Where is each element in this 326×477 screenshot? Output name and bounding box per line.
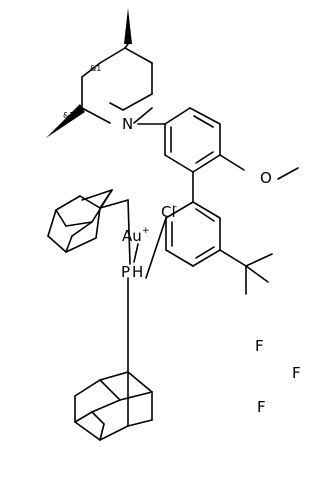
bond-line [193,115,214,128]
bond-line [124,43,129,49]
bond-line [99,47,126,64]
bond-line [133,107,153,124]
bond-line [189,107,221,125]
bond-line [55,209,67,227]
bond-line [91,411,105,425]
gold-charge: + [142,226,150,236]
bond-line [219,154,245,171]
bond-line [74,421,101,441]
fluorine-right-label: F [292,364,301,382]
stereo-label-upper: &1 [90,64,101,73]
bond-line [277,167,299,180]
bond-line [47,235,67,253]
fluorine-top-label: F [255,337,264,355]
bond-line [127,419,153,427]
nitrogen-label: N [122,115,133,133]
bond-line [145,217,167,279]
bond-line [65,237,97,253]
bond-line [195,151,214,164]
bond-line [165,201,194,219]
wedge-bond-top-methyl [124,8,132,44]
bond-line [119,391,153,401]
wedge-bond-left-methyl [46,104,85,138]
bond-line [99,379,121,401]
bond-line [55,195,81,211]
bond-line [81,62,101,78]
bond-line [99,199,129,209]
bond-line [74,379,101,397]
phosphorus-label: P [121,263,130,281]
bond-line [81,189,113,201]
bond-line [192,201,221,219]
gold-label: Au [122,227,142,245]
bond-line [81,107,111,124]
bond-line [74,411,93,423]
bond-line [91,399,121,413]
bond-line [195,246,215,259]
bond-line [99,371,129,381]
bond-line [47,209,57,237]
fluorine-bottom-label: F [257,398,266,416]
phosphorus-hydrogen-label: H [132,263,143,281]
bond-line [245,253,273,267]
bond-line [195,208,215,222]
bond-line [95,207,101,239]
bond-line [219,249,247,267]
bond-lines [47,43,299,441]
bond-line [65,235,73,253]
oxygen-label: O [260,169,272,187]
chloride-charge: - [174,202,177,212]
bond-line [133,243,139,263]
bond-line [71,221,93,237]
bond-line [127,199,131,265]
bond-line [165,249,194,267]
bond-line [99,425,129,441]
bond-line [164,107,191,125]
bond-line [65,221,93,227]
bond-line [164,154,194,173]
bond-line [192,249,221,267]
bond-line [127,371,153,393]
chloride-label: Cl [161,203,176,221]
bond-line [91,189,113,223]
bond-line [99,423,105,441]
bond-line [109,102,124,111]
bond-line [245,265,269,283]
bond-line [192,154,221,173]
bond-line [79,195,101,209]
bond-line [124,47,153,64]
bond-line [122,93,153,111]
